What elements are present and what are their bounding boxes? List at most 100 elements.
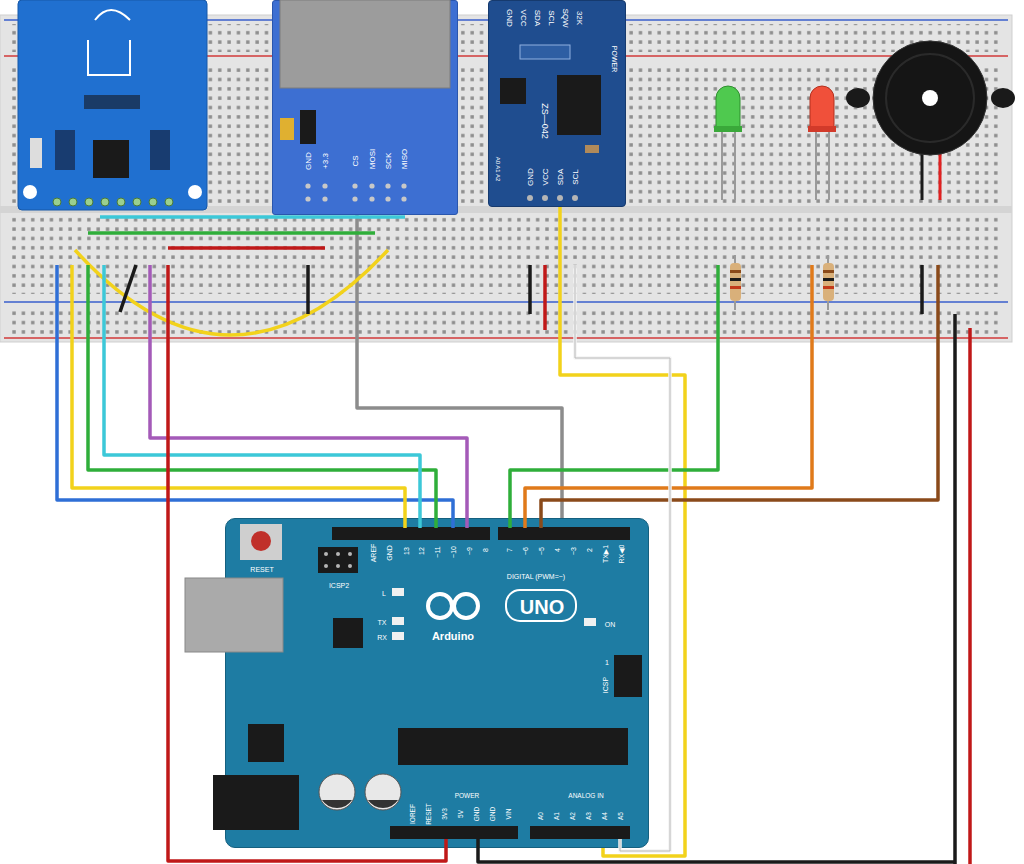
board-label: 7: [506, 548, 513, 552]
green-led: [721, 130, 723, 200]
resistor-symbol: [730, 270, 741, 273]
buzzer: [921, 140, 924, 200]
pin-label: POWER: [611, 46, 618, 72]
rfid-module: [23, 185, 37, 199]
arduino-parts: [428, 594, 452, 618]
jumper-wires: [543, 265, 547, 330]
breadboard: [4, 301, 1008, 303]
board-label: IOREF: [410, 804, 417, 824]
red-led: [815, 130, 817, 200]
pin-label: SDA: [533, 10, 541, 26]
rfid-module: [133, 198, 141, 206]
resistor-symbol: [730, 263, 741, 301]
rfid-module: [101, 198, 109, 206]
sd-module-parts: [352, 196, 357, 201]
jumper-wires: [306, 265, 310, 314]
breadboard: [4, 337, 1008, 339]
rfid-module: [117, 198, 125, 206]
arduino-parts: [398, 728, 628, 765]
rtc-module-parts: [527, 195, 578, 201]
arduino-parts: [584, 618, 596, 626]
rfid-module: [149, 198, 157, 206]
board-label: GND: [474, 807, 481, 821]
rtc-module: GNDVCCSDASCLSQW32KPOWERZS—042A0 A1 A2GND…: [488, 0, 626, 207]
board-label: RX◀0: [618, 544, 625, 563]
board-label: 12: [418, 547, 425, 555]
buzzer: [873, 41, 987, 155]
arduino-parts: [324, 552, 352, 568]
board-label: ~9: [466, 547, 473, 555]
board-label: UNO: [520, 597, 564, 617]
pin-label: SCL: [572, 169, 580, 185]
pin-label: SCK: [385, 153, 393, 169]
pin-label: CS: [352, 155, 360, 166]
arduino-parts: [324, 552, 328, 556]
jumper-wire: [357, 215, 562, 518]
sd-module-parts: [369, 183, 374, 188]
arduino-parts: [336, 564, 340, 568]
sd-module-parts: [385, 196, 390, 201]
board-label: ~6: [522, 547, 529, 555]
arduino-parts: [498, 527, 630, 540]
board-label: TX: [378, 619, 387, 626]
board-label: TX▶1: [602, 545, 609, 563]
board-label: RESET: [250, 566, 273, 573]
pin-label: MOSI: [369, 149, 377, 169]
arduino-parts: [365, 774, 401, 810]
jumper-wires: [150, 265, 467, 528]
arduino-parts: [348, 552, 352, 556]
board-label: 8: [482, 548, 489, 552]
board-label: A3: [586, 812, 593, 820]
sd-module-parts: [280, 0, 450, 88]
rtc-module-parts: [557, 75, 601, 135]
board-label: Arduino: [432, 631, 474, 642]
jumper-wires: [57, 217, 970, 864]
jumper-wires: [75, 250, 388, 335]
pin-label: GND: [505, 9, 513, 27]
jumper-wires: [168, 246, 325, 250]
board-label: 13: [403, 547, 410, 555]
rfid-module: [85, 198, 93, 206]
buzzer: [939, 140, 942, 200]
jumper-wires: [168, 265, 446, 861]
resistor-symbol: [823, 270, 834, 273]
board-label: ICSP2: [329, 582, 349, 589]
jumper-wires: [528, 265, 532, 314]
jumper-wires: [100, 215, 405, 219]
resistor-symbol: [823, 263, 834, 301]
rfid-module: [53, 198, 61, 206]
pin-label: A0 A1 A2: [495, 157, 501, 182]
rfid-module: [53, 198, 173, 206]
sd-module-parts: [300, 110, 316, 144]
jumper-wires: [478, 839, 955, 862]
breadboard: [0, 206, 1012, 213]
buzzer: [922, 90, 938, 106]
sd-module-parts: [280, 118, 294, 140]
buzzer: [846, 88, 870, 108]
rfid-module: [93, 140, 129, 178]
board-label: 5V: [458, 810, 465, 818]
resistor-symbol: [730, 286, 741, 289]
board-label: A2: [570, 812, 577, 820]
rfid-module: [30, 138, 42, 168]
board-label: A0: [538, 812, 545, 820]
pin-label: +3.3: [322, 153, 330, 169]
green-led: [714, 86, 742, 200]
arduino-parts: [251, 531, 271, 551]
board-label: L: [382, 590, 386, 597]
pin-label: VCC: [519, 10, 527, 27]
rfid-module: [165, 198, 173, 206]
jumper-wires: [525, 265, 812, 528]
breadboard: [10, 306, 1000, 334]
jumper-wires: [968, 328, 972, 864]
sd-module-parts: [305, 183, 406, 201]
arduino-parts: [185, 578, 283, 652]
board-label: 4: [554, 548, 561, 552]
jumper-wires: [510, 265, 718, 528]
board-label: ICSP: [602, 677, 609, 693]
sd-module-parts: [280, 0, 450, 202]
arduino-parts: [319, 774, 355, 810]
buzzer: [846, 41, 1015, 200]
arduino-parts: [392, 632, 404, 640]
